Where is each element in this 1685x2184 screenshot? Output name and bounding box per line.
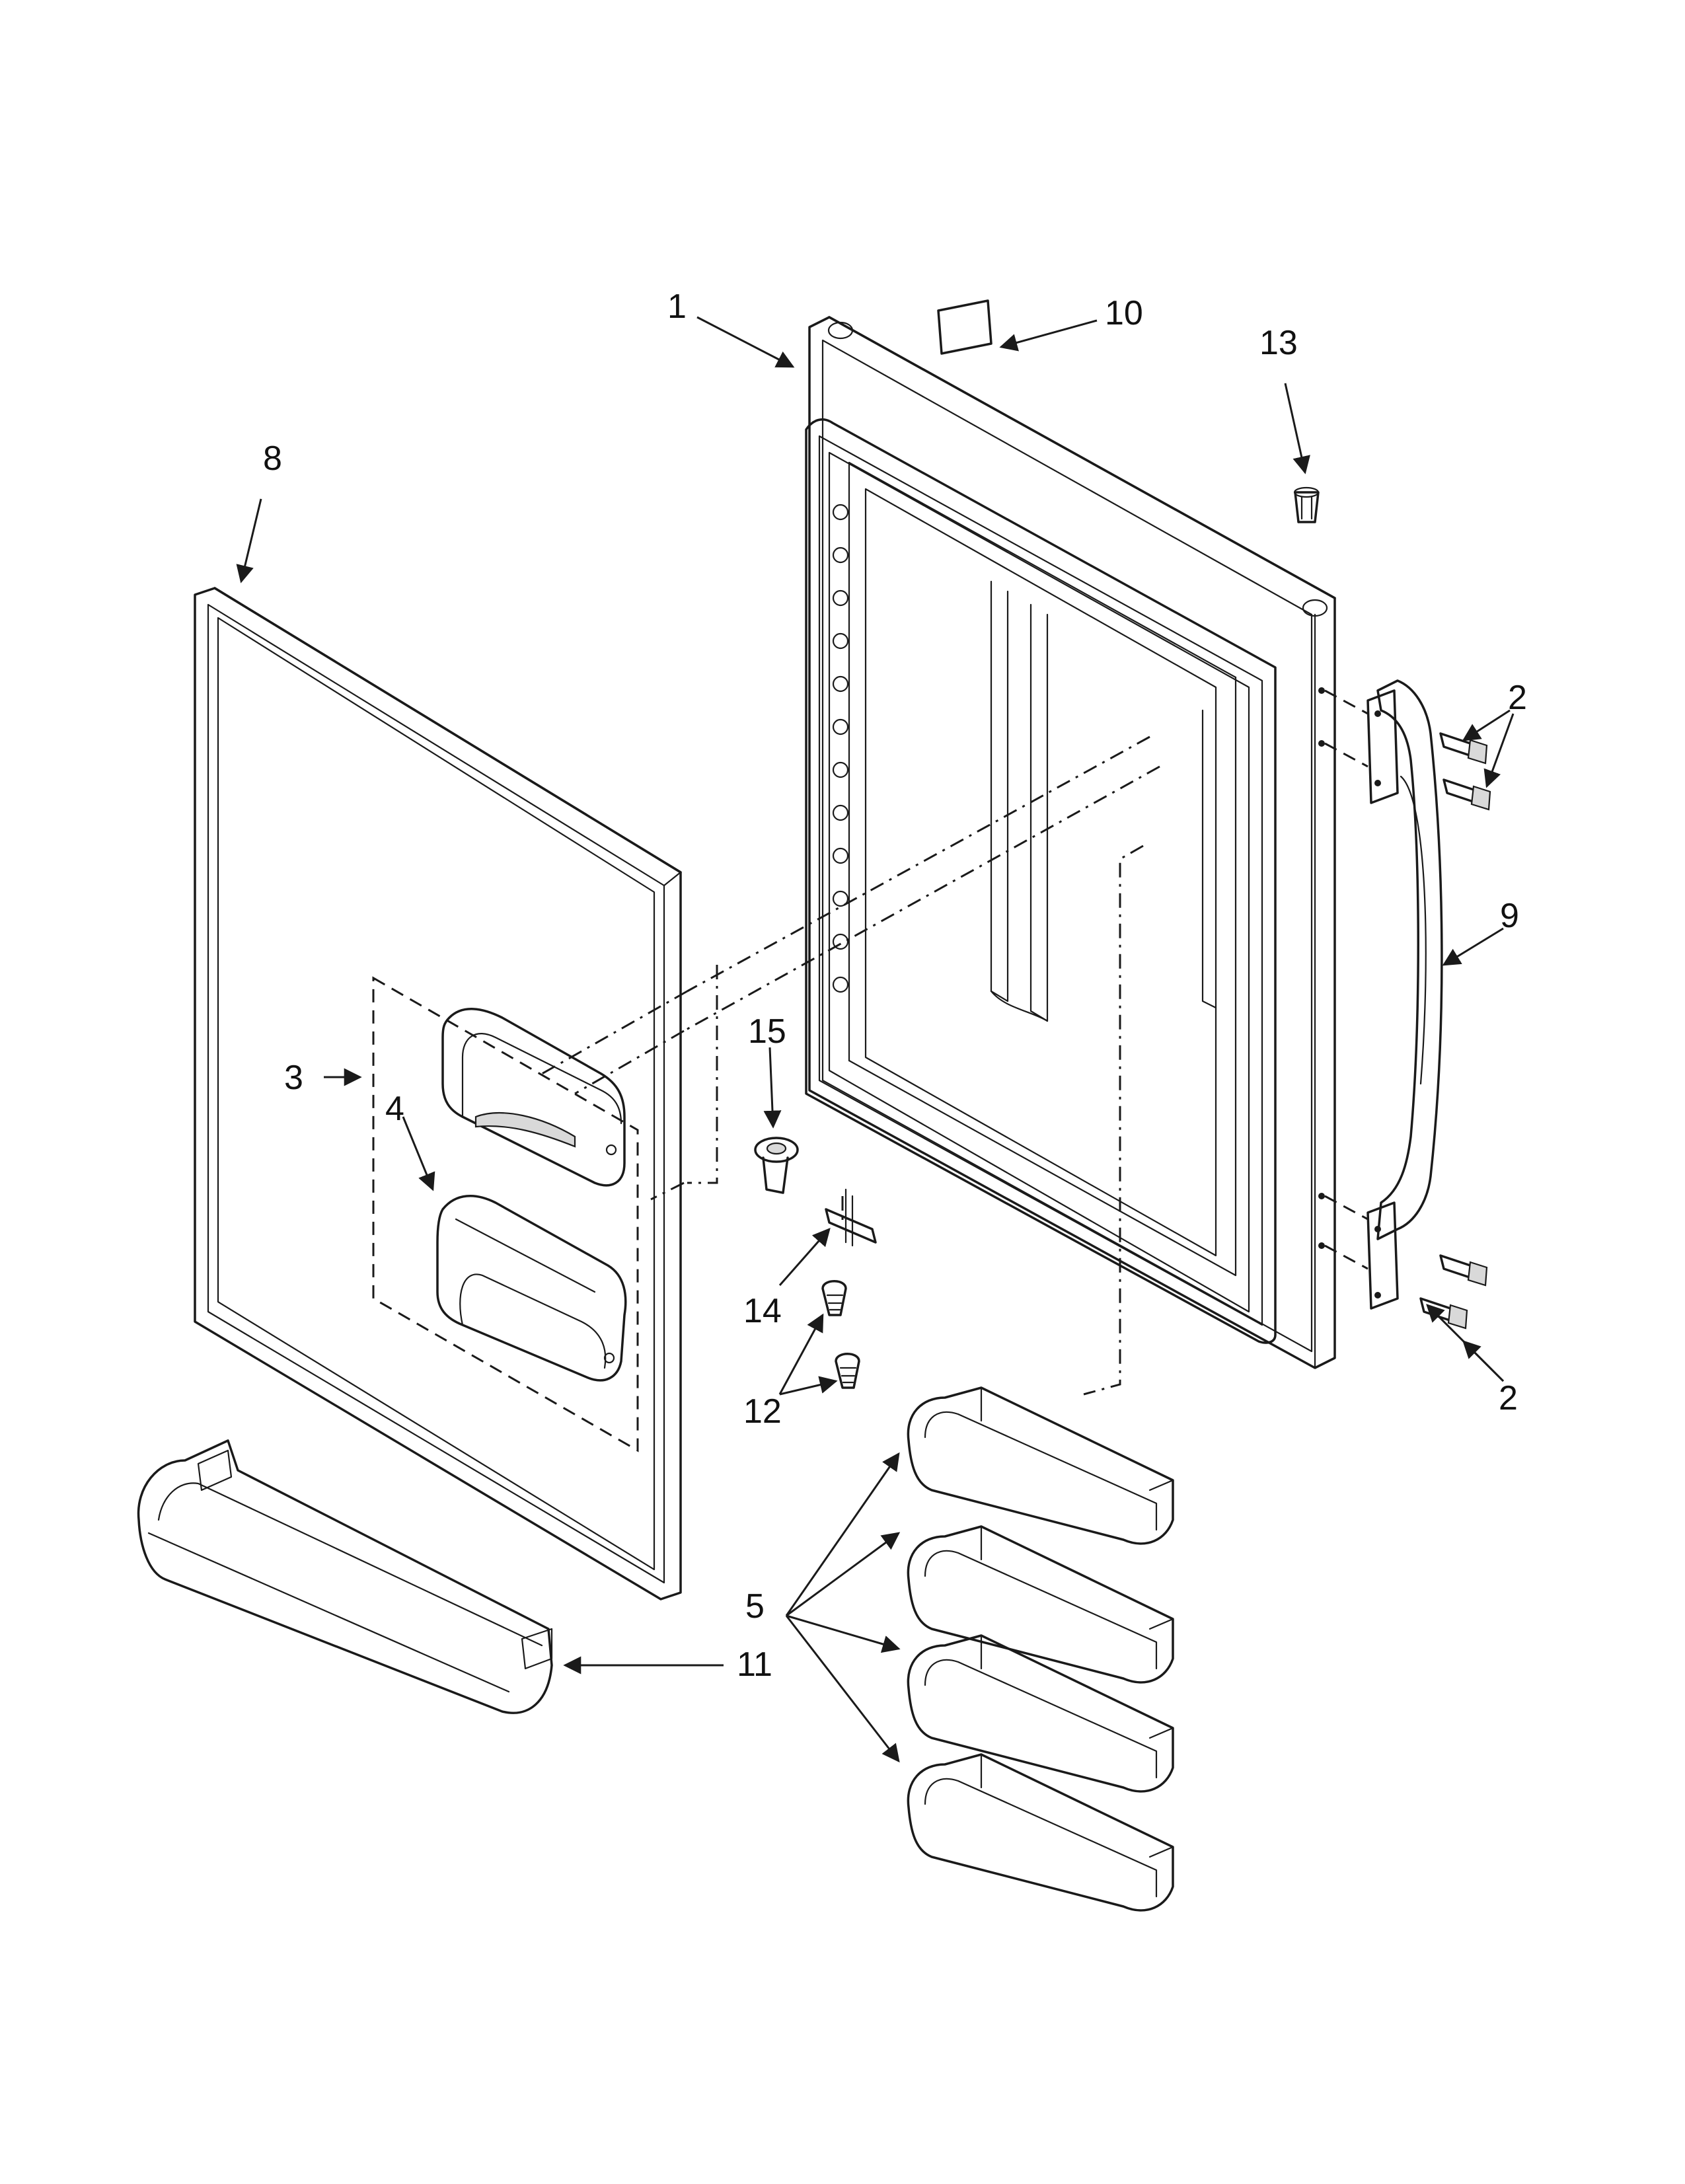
callout-5: 5 — [745, 1587, 765, 1626]
callout-8: 8 — [263, 439, 282, 478]
door-bins-part-5 — [907, 1386, 1174, 1912]
callout-9: 9 — [1500, 897, 1519, 935]
callout-15: 15 — [748, 1012, 786, 1051]
hinge-plug-part-13 — [1293, 486, 1320, 523]
door-handle-part-9 — [1367, 679, 1443, 1310]
handle-screws-upper-part-2 — [1439, 732, 1491, 811]
clip-part-14 — [825, 1188, 877, 1247]
dispenser-group-boundary — [372, 976, 639, 1452]
door-bin-4 — [907, 1753, 1174, 1912]
bushing-part-15 — [754, 1137, 799, 1194]
door-liner-part-1 — [805, 316, 1336, 1369]
callout-14: 14 — [743, 1292, 782, 1330]
door-bin-2 — [907, 1525, 1174, 1684]
callout-leaders — [236, 316, 1515, 1763]
bin-retainer-buttons — [832, 504, 849, 993]
callout-10: 10 — [1105, 294, 1143, 332]
callout-2-upper: 2 — [1508, 679, 1527, 717]
dispenser-cover-part-3 — [441, 1008, 626, 1187]
callout-2-lower: 2 — [1499, 1379, 1518, 1417]
handle-screws-lower-part-2 — [1419, 1254, 1488, 1330]
door-bin-part-11 — [137, 1439, 553, 1714]
callout-12: 12 — [743, 1392, 782, 1431]
screw-alignment-lines — [1324, 689, 1368, 1270]
callout-3: 3 — [284, 1059, 303, 1097]
door-outer-panel-part-8 — [194, 587, 682, 1600]
door-bin-1 — [907, 1386, 1174, 1545]
screws-part-12 — [821, 1280, 860, 1389]
assembly-lines — [541, 735, 1160, 1396]
dispenser-tray-part-4 — [436, 1195, 627, 1382]
callout-13: 13 — [1259, 324, 1298, 362]
door-bin-3 — [907, 1634, 1174, 1793]
callout-1: 1 — [667, 287, 687, 326]
callout-11: 11 — [737, 1645, 772, 1684]
callout-4: 4 — [385, 1090, 404, 1128]
label-part-10 — [937, 299, 992, 355]
